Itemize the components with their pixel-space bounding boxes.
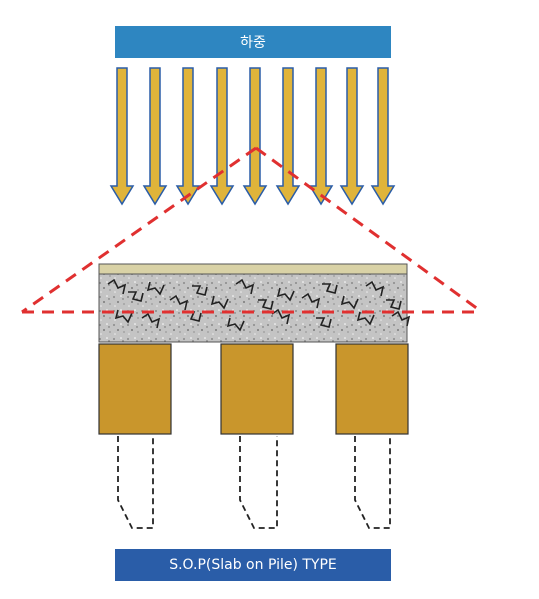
rebar-mark: [258, 299, 274, 310]
slab-top-layer: [98, 263, 408, 275]
rebar-mark: [271, 308, 291, 325]
rebar-mark: [107, 278, 127, 295]
load-arrows: [109, 67, 396, 206]
down-arrow-icon: [209, 67, 235, 206]
rebar-mark: [128, 291, 144, 302]
pile-shaft-right: [354, 436, 391, 529]
rebar-mark: [169, 294, 189, 311]
rebar-mark: [235, 278, 255, 295]
down-arrow-icon: [142, 67, 168, 206]
rebar-mark: [226, 317, 245, 332]
rebar-mark: [114, 309, 133, 324]
rebar-mark: [322, 283, 338, 294]
rebar-mark: [210, 295, 229, 310]
rebar-marks: [107, 278, 411, 332]
rebar-mark: [365, 280, 385, 297]
pile-shaft-left: [117, 436, 154, 529]
pile-cap-center: [220, 343, 294, 435]
rebar-mark: [316, 317, 332, 328]
pile-shaft-center: [239, 436, 278, 529]
down-arrow-icon: [109, 67, 135, 206]
rebar-mark: [386, 299, 402, 310]
load-label: 하중: [240, 35, 266, 51]
load-spread-right: [255, 146, 483, 314]
rebar-mark: [146, 281, 165, 296]
rebar-mark: [276, 287, 295, 302]
pile-cap-right: [335, 343, 409, 435]
load-banner: 하중: [115, 26, 391, 58]
rebar-mark: [340, 295, 359, 310]
down-arrow-icon: [275, 67, 301, 206]
down-arrow-icon: [308, 67, 334, 206]
type-banner: S.O.P(Slab on Pile) TYPE: [115, 549, 391, 581]
rebar-mark: [391, 310, 411, 327]
rebar-mark: [301, 292, 321, 309]
type-label: S.O.P(Slab on Pile) TYPE: [169, 557, 337, 573]
load-spread-left: [21, 146, 257, 314]
pile-cap-left: [98, 343, 172, 435]
rebar-mark: [141, 312, 161, 329]
down-arrow-icon: [370, 67, 396, 206]
down-arrow-icon: [339, 67, 365, 206]
down-arrow-icon: [175, 67, 201, 206]
down-arrow-icon: [242, 67, 268, 206]
rebar-mark: [356, 311, 375, 326]
rebar-mark: [192, 285, 208, 296]
